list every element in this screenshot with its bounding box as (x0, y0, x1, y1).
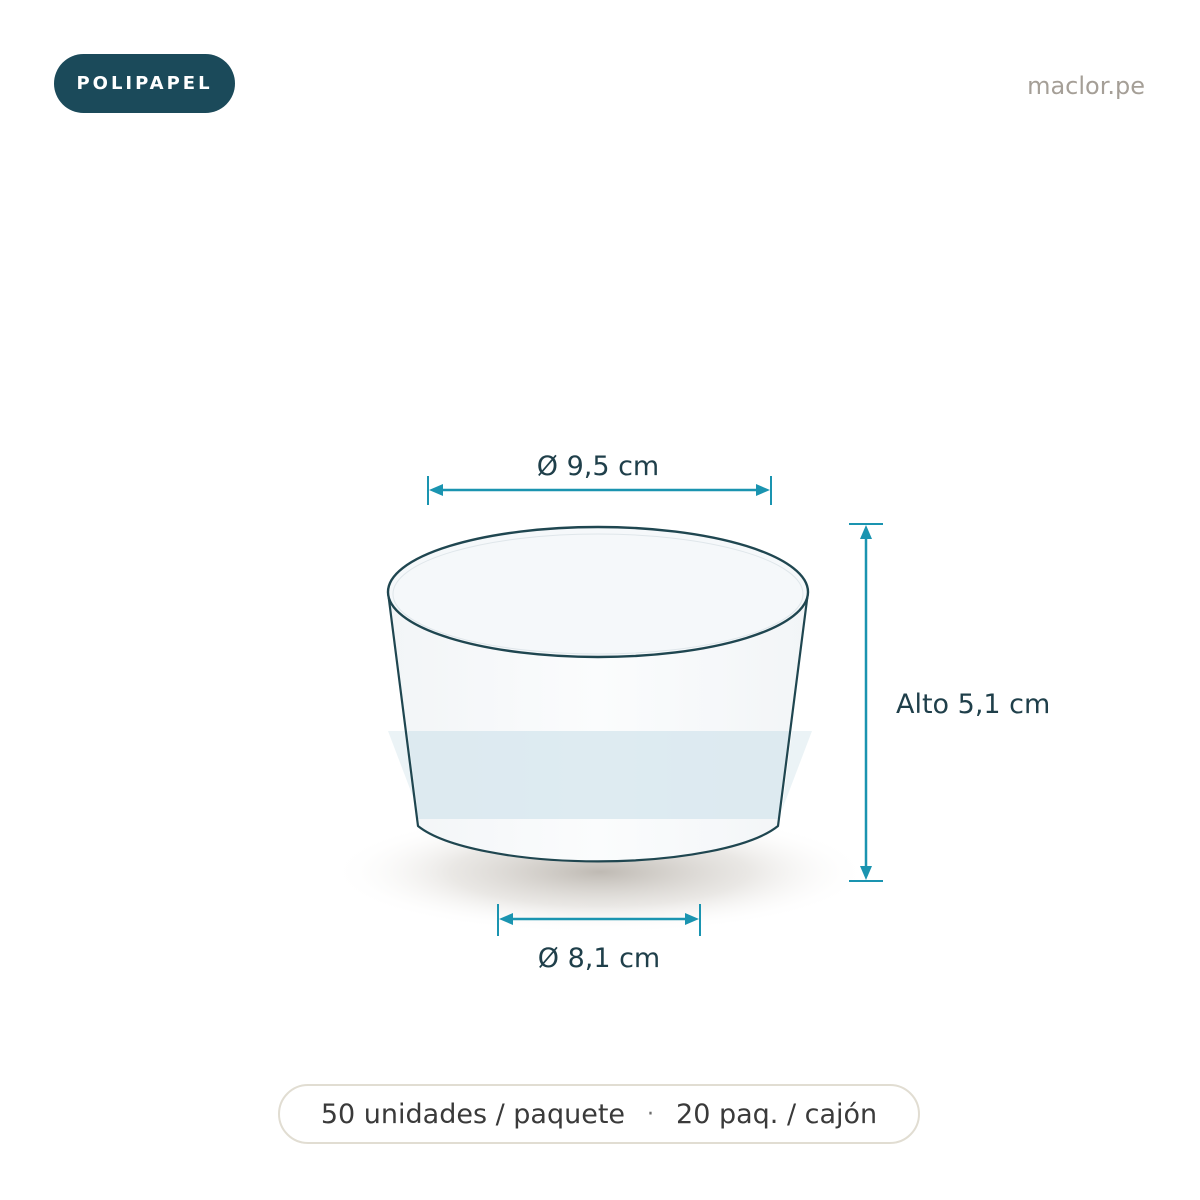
cup-rim-inner (392, 533, 804, 655)
packaging-units: 50 unidades / paquete (320, 1098, 626, 1130)
arrow-right-icon (685, 913, 699, 925)
brand-badge: POLIPAPEL (54, 54, 235, 113)
top-diameter-dimension: Ø 9,5 cm (427, 451, 772, 505)
brand-badge-label: POLIPAPEL (76, 73, 213, 94)
cup-rim (386, 525, 810, 659)
cup-label-band (388, 731, 808, 819)
packaging-separator: · (647, 1101, 655, 1127)
bottom-diameter-dimension: Ø 8,1 cm (497, 904, 701, 975)
cup-outline (386, 591, 810, 863)
packaging-info-pill: 50 unidades / paquete · 20 paq. / cajón (278, 1084, 920, 1144)
bottom-diameter-label-bg (523, 931, 676, 975)
arrow-right-icon (756, 484, 770, 496)
packaging-case: 20 paq. / cajón (676, 1098, 878, 1130)
bottom-diameter-label: Ø 8,1 cm (538, 943, 661, 974)
top-diameter-label: Ø 9,5 cm (537, 451, 660, 482)
height-label: Alto 5,1 cm (896, 689, 1050, 720)
site-url: maclor.pe (1027, 72, 1145, 100)
arrow-down-icon (860, 866, 872, 880)
arrow-left-icon (499, 913, 513, 925)
height-dimension: Alto 5,1 cm (849, 523, 1050, 882)
arrow-left-icon (429, 484, 443, 496)
arrow-up-icon (860, 525, 872, 539)
